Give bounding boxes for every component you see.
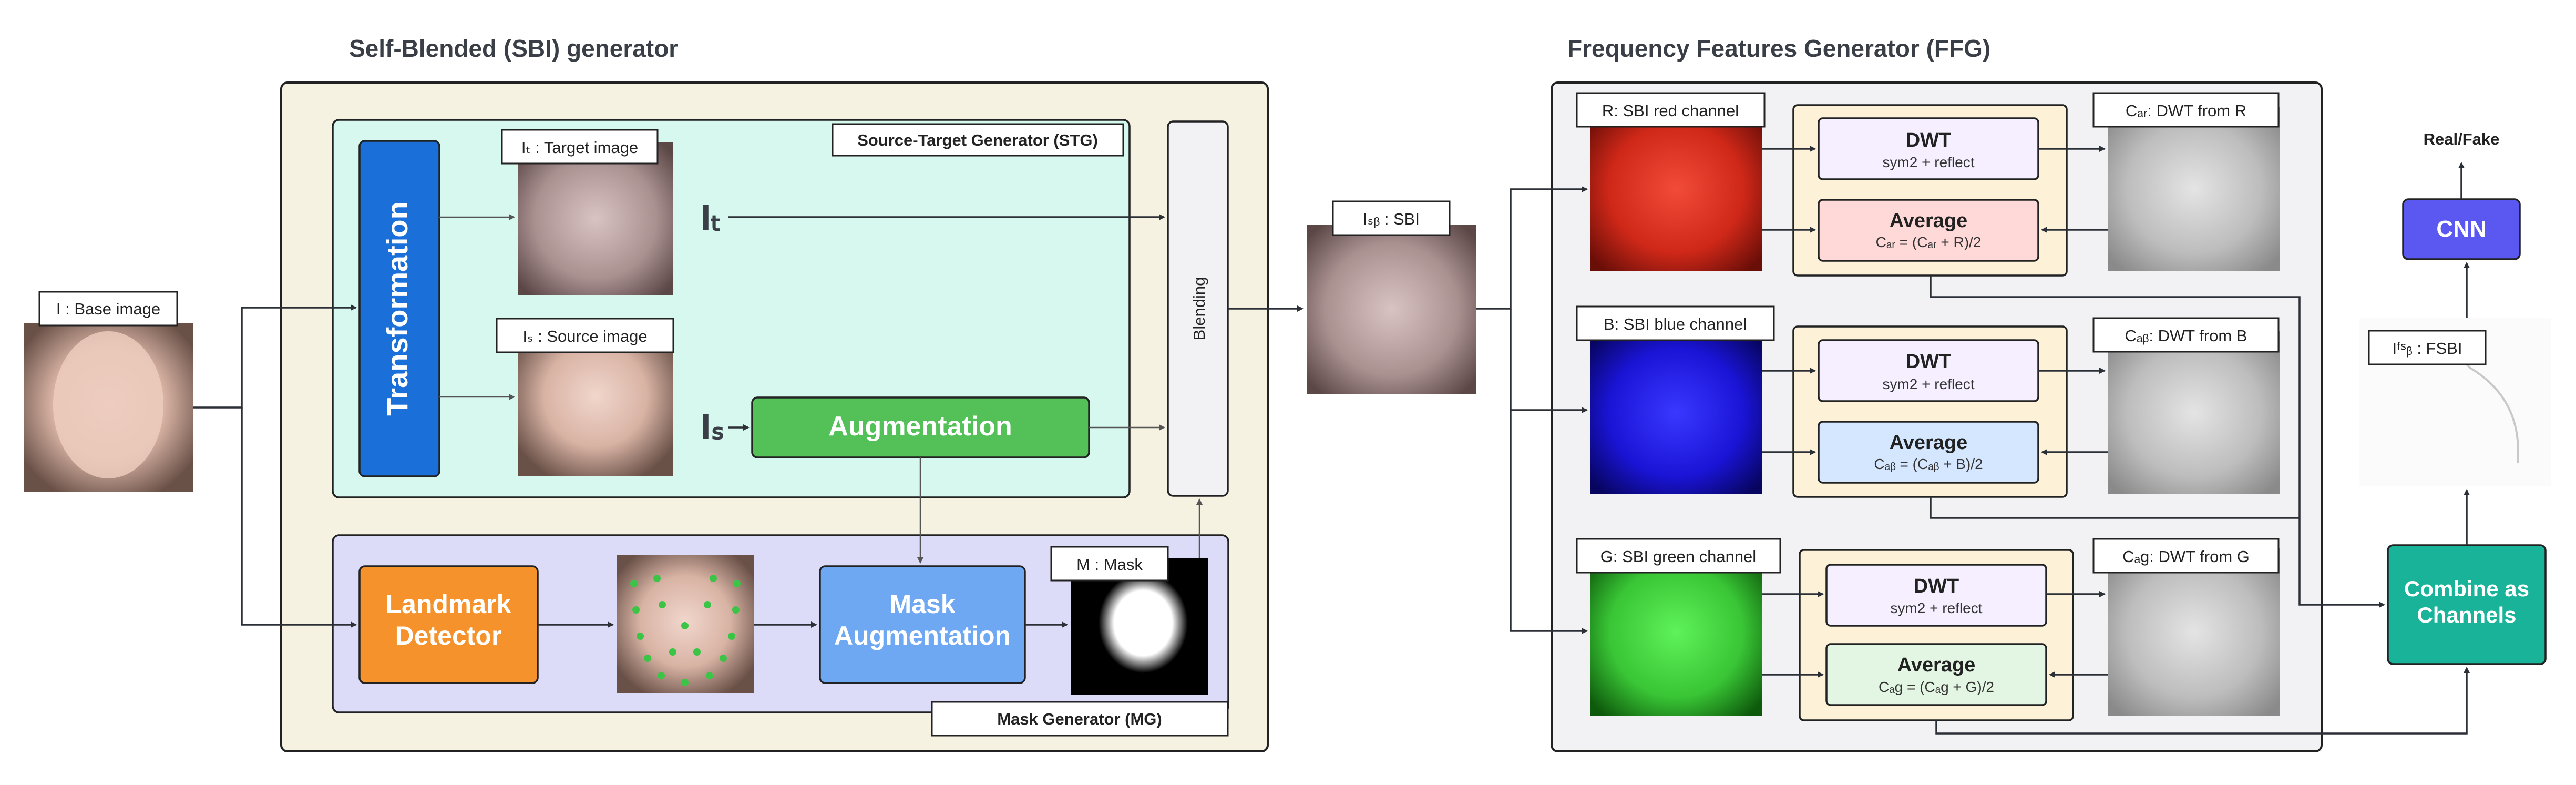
is-symbol: Iₛ [701,406,725,447]
sbi-generator-title: Self-Blended (SBI) generator [349,35,678,62]
source-image-label-box [496,318,674,353]
blue-channel-image [1590,331,1762,494]
average-box-b [1818,421,2039,484]
dwt-title-g: DWT [1914,575,1959,597]
dwt-b-label: Cₐᵦ: DWT from B [2125,327,2247,345]
mg-label-box [931,701,1229,737]
base-face-icon [53,331,163,478]
blue-channel-label-box [1576,305,1775,341]
wire-avg-r-to-combine [1930,276,2385,608]
combine-label-2: Channels [2417,603,2516,627]
average-formula-g: Cₐg = (Cₐg + G)/2 [1879,679,1994,695]
wire-sbi-to-r [1476,186,1588,310]
blue-channel-label: B: SBI blue channel [1604,315,1747,333]
mask-aug-label-1: Mask [889,589,955,619]
dwt-title-b: DWT [1906,351,1952,373]
blending-label: Blending [1190,277,1208,341]
it-symbol: Iₜ [701,197,722,238]
augmentation-label: Augmentation [828,411,1012,442]
mask-label-box [1050,546,1169,582]
red-channel-label: R: SBI red channel [1602,101,1739,120]
average-formula-b: Cₐᵦ = (Cₐᵦ + B)/2 [1874,456,1983,472]
dwt-title-r: DWT [1906,129,1952,151]
average-formula-r: Cₐᵣ = (Cₐᵣ + R)/2 [1876,234,1982,250]
source-image-label: Iₛ : Source image [522,327,647,345]
average-box-r [1818,199,2039,262]
wire-avg-g-to-combine [1935,667,2470,735]
landmark-label-2: Detector [395,621,502,650]
base-image-label-box [38,291,178,327]
dwt-sub-b: sym2 + reflect [1882,376,1974,392]
average-title-g: Average [1897,654,1976,676]
average-title-b: Average [1890,432,1968,454]
target-image-label: Iₜ : Target image [521,138,638,157]
fsbi-label: Iᶠˢᵦ : FSBI [2393,339,2462,358]
target-image [518,142,673,295]
dwt-g-label-box [2092,538,2280,574]
cnn-label: CNN [2436,216,2486,242]
dwt-sub-g: sym2 + reflect [1890,600,1982,616]
mask-label: M : Mask [1076,555,1143,574]
green-channel-label-box [1576,538,1781,574]
mg-label: Mask Generator (MG) [997,710,1162,728]
mask-aug-label-2: Augmentation [834,621,1011,650]
wire-avg-b-to-combine [1930,497,2300,519]
mask-blob [1099,573,1188,673]
dwt-r-label: Cₐᵣ: DWT from R [2126,101,2246,120]
real-fake-label: Real/Fake [2424,130,2500,148]
average-title-r: Average [1890,210,1968,232]
fsbi-label-box [2368,330,2487,365]
dwt-b-label-box [2092,317,2280,353]
dwt-box-g [1825,564,2047,627]
dwt-g-label: Cₐg: DWT from G [2122,547,2250,566]
landmark-points [630,575,741,686]
wire-base-to-landmark [241,407,357,628]
ffg-title: Frequency Features Generator (FFG) [1567,35,1990,62]
average-box-g [1825,643,2047,706]
red-channel-label-box [1576,92,1766,128]
dwt-g-image [2108,548,2280,716]
dwt-b-image [2108,331,2280,494]
stg-label: Source-Target Generator (STG) [857,131,1098,149]
red-channel-image [1590,107,1762,271]
transformation-label: Transformation [381,201,414,416]
dwt-sub-r: sym2 + reflect [1882,154,1974,170]
dwt-r-image [2108,107,2280,271]
combine-label-1: Combine as [2404,576,2529,601]
sbi-label-box [1332,200,1451,236]
sbi-image [1307,225,1476,394]
green-channel-image [1590,548,1762,716]
sbi-label: Iₛᵦ : SBI [1363,210,1420,228]
landmark-label-1: Landmark [386,589,511,619]
green-channel-label: G: SBI green channel [1600,547,1756,566]
wire-base-to-transform [193,304,357,409]
base-image-label: I : Base image [56,300,160,318]
stg-label-box [832,123,1124,157]
target-image-label-box [501,129,659,165]
wire-sbi-to-g [1510,410,1588,634]
transformation-block [358,140,440,477]
dwt-r-label-box [2092,92,2280,128]
